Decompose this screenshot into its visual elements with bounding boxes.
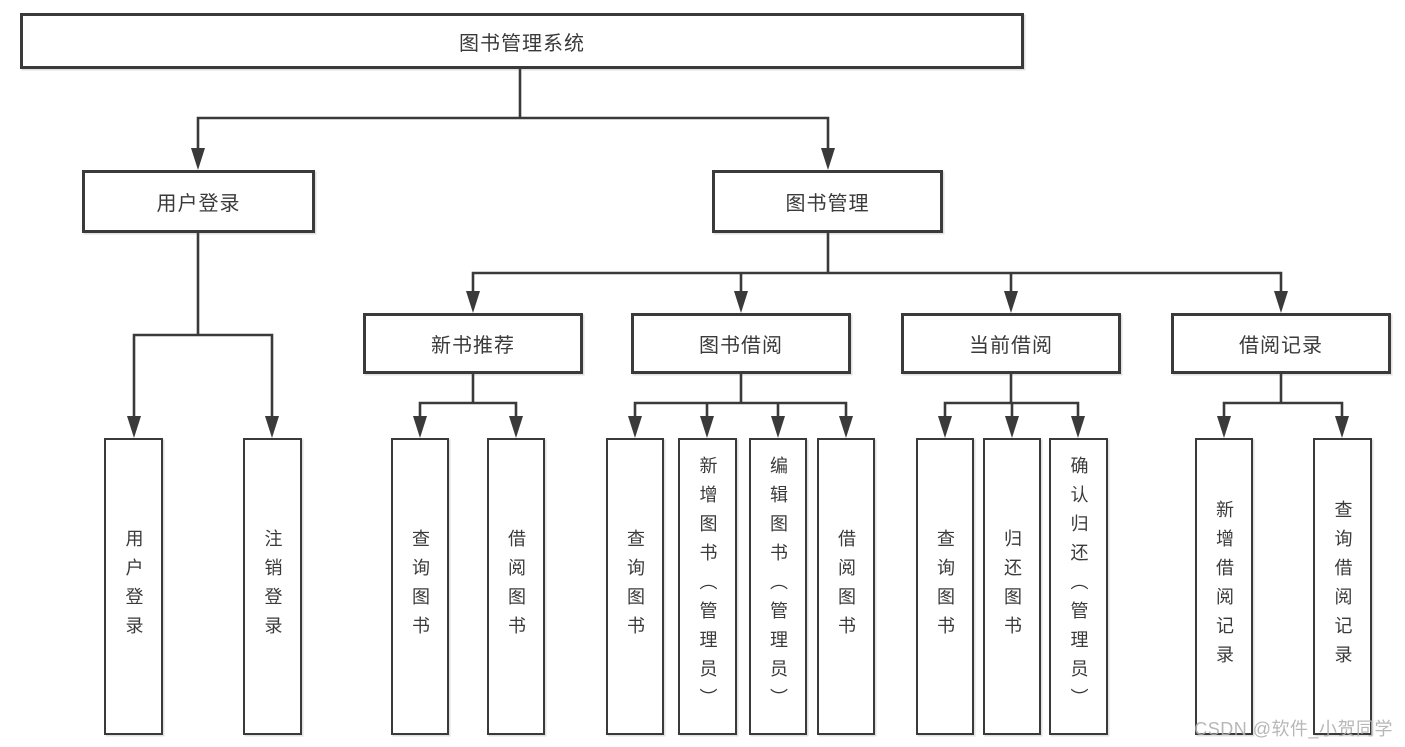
arrow-down-icon [1217, 416, 1231, 438]
leaf-query-books-1: 查询图书 [391, 438, 449, 735]
connector-current-to-leaves [938, 372, 1085, 438]
node-book-management: 图书管理 [712, 170, 943, 233]
arrow-down-icon [1071, 416, 1085, 438]
arrow-down-icon [821, 148, 835, 170]
arrow-down-icon [509, 416, 523, 438]
leaf-logout: 注销登录 [243, 438, 302, 735]
node-current-borrow: 当前借阅 [901, 313, 1121, 374]
leaf-borrow-books-2: 借阅图书 [817, 438, 875, 735]
node-book-borrow: 图书借阅 [631, 313, 851, 374]
leaf-query-borrow-record: 查询借阅记录 [1313, 438, 1372, 735]
arrow-down-icon [466, 291, 480, 313]
leaf-add-borrow-record: 新增借阅记录 [1195, 438, 1253, 735]
arrow-down-icon [1004, 291, 1018, 313]
arrow-down-icon [839, 416, 853, 438]
node-user-login: 用户登录 [82, 170, 315, 233]
node-new-book-recommend: 新书推荐 [363, 313, 583, 374]
connector-bookmgmt-to-level2 [466, 231, 1288, 313]
arrow-down-icon [191, 148, 205, 170]
csdn-watermark: CSDN @软件_小贺同学 [1194, 719, 1393, 739]
arrow-down-icon [628, 416, 642, 438]
connector-login-to-leaves [127, 231, 279, 438]
leaf-edit-books-admin: 编辑图书（管理员） [749, 438, 807, 735]
arrow-down-icon [771, 416, 785, 438]
leaf-query-books-3: 查询图书 [916, 438, 974, 735]
leaf-return-books: 归还图书 [983, 438, 1041, 735]
leaf-add-books-admin: 新增图书（管理员） [678, 438, 737, 735]
arrow-down-icon [1335, 416, 1349, 438]
arrow-down-icon [938, 416, 952, 438]
node-borrow-records: 借阅记录 [1171, 313, 1391, 374]
connector-records-to-leaves [1217, 372, 1349, 438]
arrow-down-icon [734, 291, 748, 313]
node-library-system: 图书管理系统 [20, 13, 1024, 69]
arrow-down-icon [700, 416, 714, 438]
connector-borrow-to-leaves [628, 372, 853, 438]
arrow-down-icon [265, 416, 279, 438]
leaf-query-books-2: 查询图书 [606, 438, 664, 735]
leaf-borrow-books-1: 借阅图书 [487, 438, 545, 735]
arrow-down-icon [413, 416, 427, 438]
arrow-down-icon [1005, 416, 1019, 438]
leaf-confirm-return-admin: 确认归还（管理员） [1049, 438, 1108, 735]
connector-root-to-level1 [191, 67, 835, 170]
connector-newbooks-to-leaves [413, 372, 523, 438]
arrow-down-icon [1274, 291, 1288, 313]
leaf-user-login: 用户登录 [104, 438, 163, 735]
arrow-down-icon [127, 416, 141, 438]
